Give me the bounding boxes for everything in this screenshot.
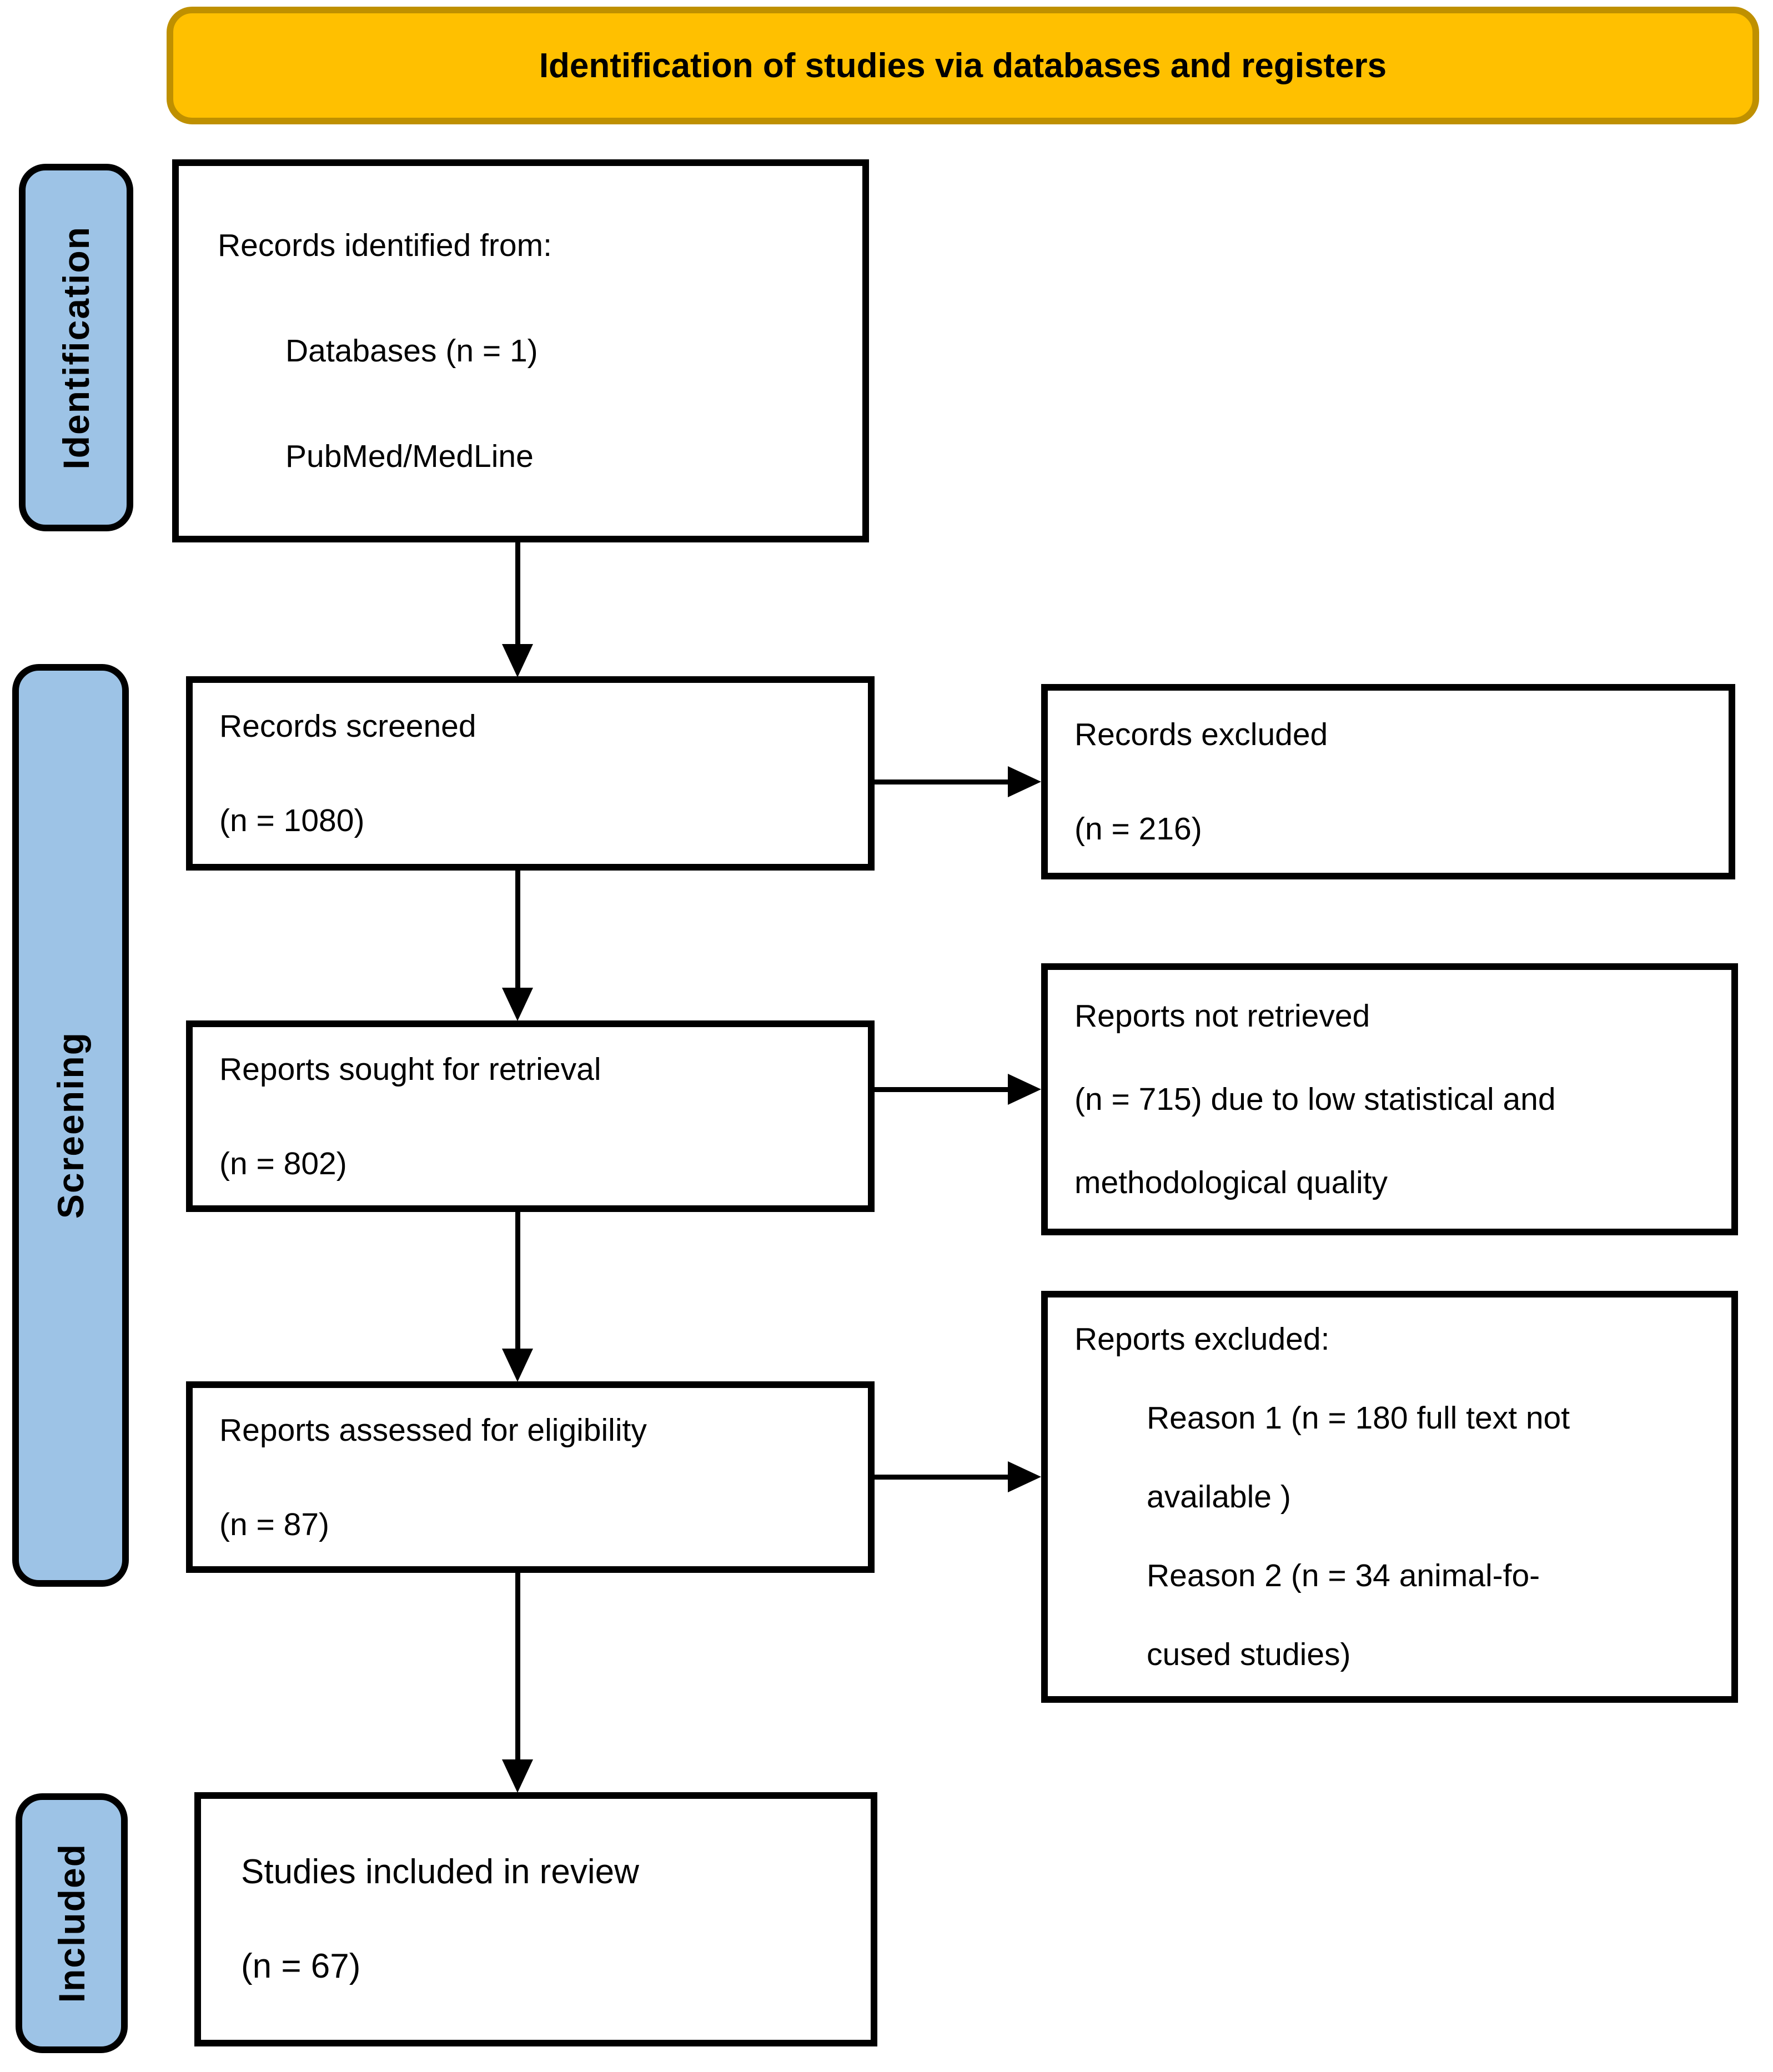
records-identified-line-1: Records identified from: <box>218 228 552 263</box>
arrow-assessed-to-included-line <box>515 1572 520 1761</box>
records-excluded-line-2: (n = 216) <box>1074 811 1202 847</box>
reports-excluded-line-2: Reason 1 (n = 180 full text not <box>1147 1400 1570 1436</box>
reports-sought-box: Reports sought for retrieval (n = 802) <box>186 1020 875 1212</box>
arrow-screened-to-sought-line <box>515 869 520 989</box>
records-identified-line-2: Databases (n = 1) <box>285 333 538 369</box>
records-screened-line-1: Records screened <box>219 708 476 744</box>
records-identified-box: Records identified from: Databases (n = … <box>172 159 869 542</box>
records-screened-box: Records screened (n = 1080) <box>186 676 875 871</box>
reports-excluded-line-3: available ) <box>1147 1479 1291 1515</box>
reports-assessed-line-2: (n = 87) <box>219 1506 330 1542</box>
reports-not-retrieved-line-3: methodological quality <box>1074 1165 1388 1200</box>
title-banner: Identification of studies via databases … <box>167 7 1759 124</box>
stage-label-identification: Identification <box>19 164 133 531</box>
reports-excluded-line-5: cused studies) <box>1147 1637 1351 1672</box>
arrow-sought-to-assessed-line <box>515 1211 520 1350</box>
arrow-identified-to-screened-head-icon <box>502 644 533 677</box>
reports-assessed-line-1: Reports assessed for eligibility <box>219 1412 647 1448</box>
arrow-screened-to-excluded-head-icon <box>1008 766 1041 797</box>
reports-sought-line-2: (n = 802) <box>219 1145 347 1181</box>
arrow-assessed-to-included-head-icon <box>502 1759 533 1793</box>
records-excluded-box: Records excluded (n = 216) <box>1041 684 1735 879</box>
studies-included-line-1: Studies included in review <box>241 1853 639 1891</box>
arrow-sought-to-assessed-head-icon <box>502 1349 533 1382</box>
reports-not-retrieved-line-1: Reports not retrieved <box>1074 998 1370 1034</box>
reports-sought-line-1: Reports sought for retrieval <box>219 1051 601 1087</box>
reports-excluded-line-4: Reason 2 (n = 34 animal-fo- <box>1147 1558 1540 1593</box>
reports-excluded-box: Reports excluded: Reason 1 (n = 180 full… <box>1041 1291 1738 1703</box>
stage-label-screening-text: Screening <box>50 1032 91 1219</box>
records-identified-line-3: PubMed/MedLine <box>285 439 534 474</box>
reports-not-retrieved-box: Reports not retrieved (n = 715) due to l… <box>1041 963 1738 1235</box>
reports-excluded-line-1: Reports excluded: <box>1074 1321 1330 1357</box>
reports-assessed-box: Reports assessed for eligibility (n = 87… <box>186 1381 875 1573</box>
arrow-assessed-to-reports-excluded-line <box>872 1475 1009 1480</box>
arrow-sought-to-not-retrieved-line <box>872 1087 1009 1092</box>
records-excluded-line-1: Records excluded <box>1074 717 1328 752</box>
stage-label-included: Included <box>16 1793 128 2053</box>
arrow-screened-to-sought-head-icon <box>502 988 533 1021</box>
arrow-sought-to-not-retrieved-head-icon <box>1008 1074 1041 1105</box>
stage-label-identification-text: Identification <box>56 225 97 470</box>
records-screened-line-2: (n = 1080) <box>219 803 365 838</box>
studies-included-line-2: (n = 67) <box>241 1947 361 1985</box>
studies-included-box: Studies included in review (n = 67) <box>194 1792 877 2046</box>
reports-not-retrieved-line-2: (n = 715) due to low statistical and <box>1074 1082 1556 1117</box>
title-text: Identification of studies via databases … <box>539 46 1387 85</box>
arrow-screened-to-excluded-line <box>872 779 1009 784</box>
arrow-assessed-to-reports-excluded-head-icon <box>1008 1461 1041 1492</box>
stage-label-screening: Screening <box>12 664 129 1587</box>
stage-label-included-text: Included <box>51 1843 92 2003</box>
arrow-identified-to-screened-line <box>515 541 520 648</box>
